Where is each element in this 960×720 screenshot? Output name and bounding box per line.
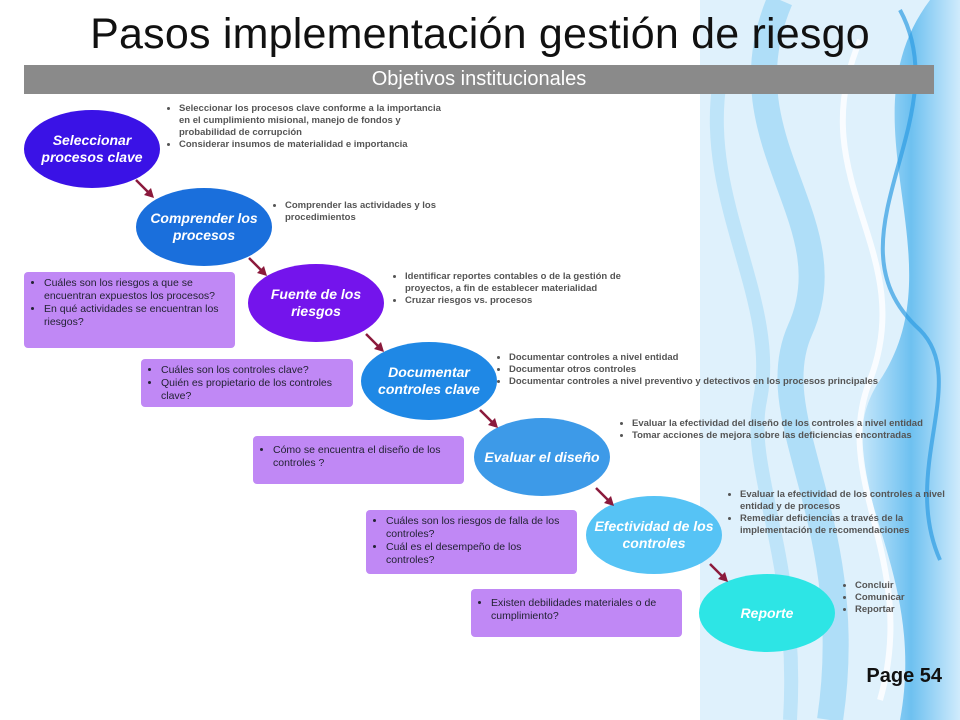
note-item: Remediar deficiencias a través de la imp…	[740, 513, 950, 537]
arrow-step-1-to-2	[135, 179, 154, 198]
note-item: Tomar acciones de mejora sobre las defic…	[632, 430, 942, 442]
arrow-step-6-to-7	[709, 563, 728, 582]
arrow-step-2-to-3	[248, 257, 267, 276]
arrow-step-4-to-5	[479, 409, 498, 428]
note-item: Concluir	[855, 580, 945, 592]
question-box-failure-risks: Cuáles son los riesgos de falla de los c…	[366, 510, 577, 574]
question-item: Cuál es el desempeño de los controles?	[386, 541, 571, 567]
question-box-risks: Cuáles son los riesgos a que se encuentr…	[24, 272, 235, 348]
step-understand-processes-label: Comprender los procesos	[150, 210, 258, 243]
note-item: Documentar controles a nivel entidad	[509, 352, 949, 364]
note-item: Evaluar la efectividad del diseño de los…	[632, 418, 942, 430]
note-item: Reportar	[855, 604, 945, 616]
note-item: Documentar controles a nivel preventivo …	[509, 376, 949, 388]
notes-evaluate-design: Evaluar la efectividad del diseño de los…	[620, 418, 942, 442]
question-item: Cómo se encuentra el diseño de los contr…	[273, 444, 458, 470]
question-box-design: Cómo se encuentra el diseño de los contr…	[253, 436, 464, 484]
notes-control-effectiveness: Evaluar la efectividad de los controles …	[728, 489, 950, 537]
page-number: Page 54	[866, 665, 942, 687]
question-box-key-controls: Cuáles son los controles clave? Quién es…	[141, 359, 353, 407]
step-report-label: Reporte	[740, 604, 794, 621]
notes-select-processes: Seleccionar los procesos clave conforme …	[167, 103, 449, 151]
note-item: Identificar reportes contables o de la g…	[405, 271, 670, 295]
note-item: Comunicar	[855, 592, 945, 604]
step-document-controls: Documentar controles clave	[361, 342, 497, 420]
note-item: Considerar insumos de materialidad e imp…	[179, 139, 449, 151]
objectives-banner: Objetivos institucionales	[24, 65, 934, 94]
note-item: Comprender las actividades y los procedi…	[285, 200, 495, 224]
question-item: Quién es propietario de los controles cl…	[161, 377, 347, 403]
step-select-processes-label: Seleccionar procesos clave	[41, 132, 143, 165]
note-item: Documentar otros controles	[509, 364, 949, 376]
question-box-weaknesses: Existen debilidades materiales o de cump…	[471, 589, 682, 637]
question-item: Cuáles son los riesgos de falla de los c…	[386, 515, 571, 541]
step-risk-source-label: Fuente de los riesgos	[270, 286, 362, 319]
step-document-controls-label: Documentar controles clave	[378, 364, 480, 397]
step-risk-source: Fuente de los riesgos	[248, 264, 384, 342]
question-item: Cuáles son los controles clave?	[161, 364, 347, 377]
question-item: En qué actividades se encuentran los rie…	[44, 303, 229, 329]
step-control-effectiveness-label: Efectividad de los controles	[594, 518, 714, 551]
notes-understand-processes: Comprender las actividades y los procedi…	[273, 200, 495, 224]
step-select-processes: Seleccionar procesos clave	[24, 110, 160, 188]
step-evaluate-design-label: Evaluar el diseño	[484, 448, 600, 465]
step-control-effectiveness: Efectividad de los controles	[586, 496, 722, 574]
note-item: Seleccionar los procesos clave conforme …	[179, 103, 449, 139]
page-title: Pasos implementación gestión de riesgo	[90, 10, 870, 58]
question-item: Cuáles son los riesgos a que se encuentr…	[44, 277, 229, 303]
step-evaluate-design: Evaluar el diseño	[474, 418, 610, 496]
notes-document-controls: Documentar controles a nivel entidad Doc…	[497, 352, 949, 388]
step-understand-processes: Comprender los procesos	[136, 188, 272, 266]
step-report: Reporte	[699, 574, 835, 652]
question-item: Existen debilidades materiales o de cump…	[491, 597, 676, 623]
arrow-step-3-to-4	[365, 333, 384, 352]
notes-risk-source: Identificar reportes contables o de la g…	[393, 271, 670, 307]
note-item: Evaluar la efectividad de los controles …	[740, 489, 950, 513]
arrow-step-5-to-6	[595, 487, 614, 506]
notes-report: Concluir Comunicar Reportar	[843, 580, 945, 616]
note-item: Cruzar riesgos vs. procesos	[405, 295, 670, 307]
